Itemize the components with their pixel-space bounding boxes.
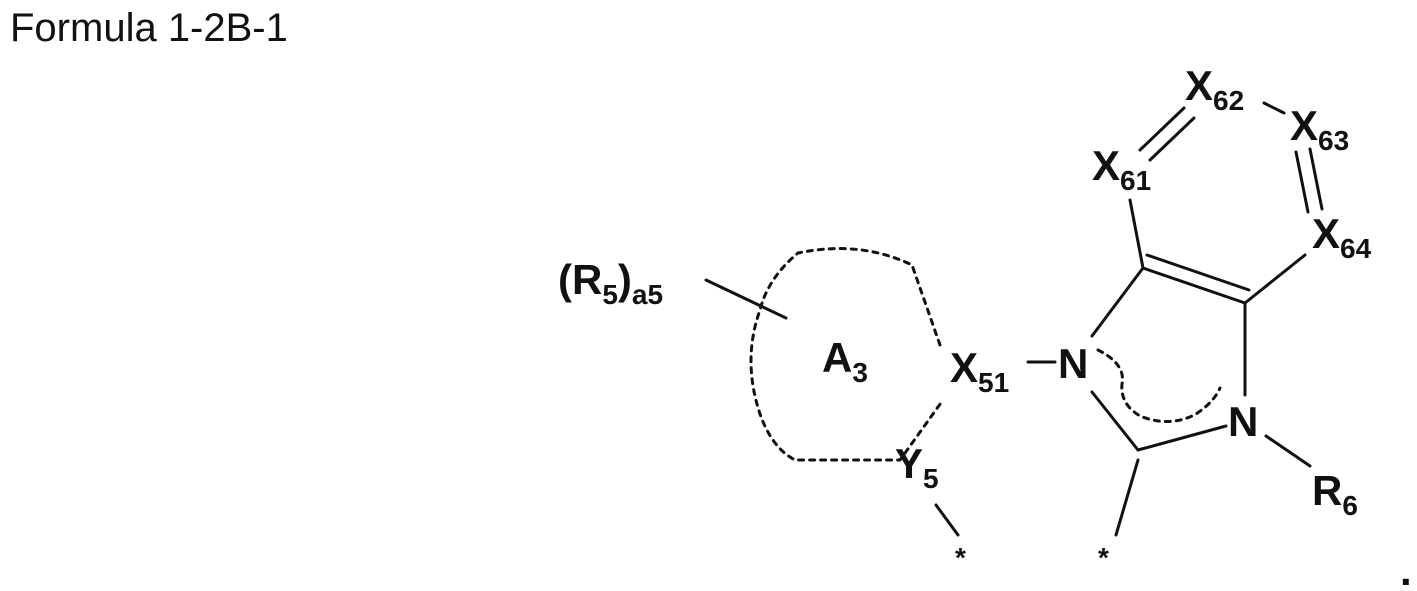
- label-x61: X61: [1092, 142, 1151, 196]
- bond-c7a-c3a: [1143, 268, 1245, 303]
- bond-x61-x62-b: [1150, 118, 1194, 160]
- bond-c2-n: [1092, 392, 1138, 450]
- label-x64: X64: [1312, 210, 1372, 264]
- label-x51: X51: [950, 344, 1009, 398]
- label-r6: R6: [1312, 467, 1358, 521]
- label-x63: X63: [1290, 102, 1349, 156]
- label-n1: N: [1058, 340, 1088, 387]
- attachment-star-c2: *: [1098, 542, 1109, 573]
- bond-x64-c3a: [1245, 255, 1305, 303]
- bond-x61-x62-a: [1140, 108, 1184, 150]
- bond-n-r6: [1266, 436, 1310, 466]
- bond-x63-x64-b: [1310, 149, 1322, 209]
- label-ring-a3: A3: [822, 334, 868, 388]
- bond-c7a-x61: [1130, 200, 1143, 268]
- label-n2: N: [1228, 398, 1258, 445]
- bond-x62-x63: [1264, 103, 1284, 113]
- bond-c7a-c3a-double: [1147, 255, 1249, 290]
- label-y5: Y5: [895, 440, 939, 494]
- bond-x63-x64-a: [1296, 152, 1308, 212]
- ring-delocalization-dashed: [1098, 350, 1220, 422]
- bond-n-c2: [1138, 426, 1226, 450]
- label-x62: X62: [1185, 62, 1244, 116]
- terminal-period: .: [1400, 547, 1412, 591]
- bond-n-c7a: [1092, 268, 1143, 336]
- bond-y5-star: [936, 505, 958, 535]
- bond-r5-ring: [706, 280, 786, 318]
- bond-c2-star: [1116, 460, 1138, 535]
- attachment-star-y5: *: [955, 542, 966, 573]
- label-r5-a5: (R5)a5: [558, 256, 663, 310]
